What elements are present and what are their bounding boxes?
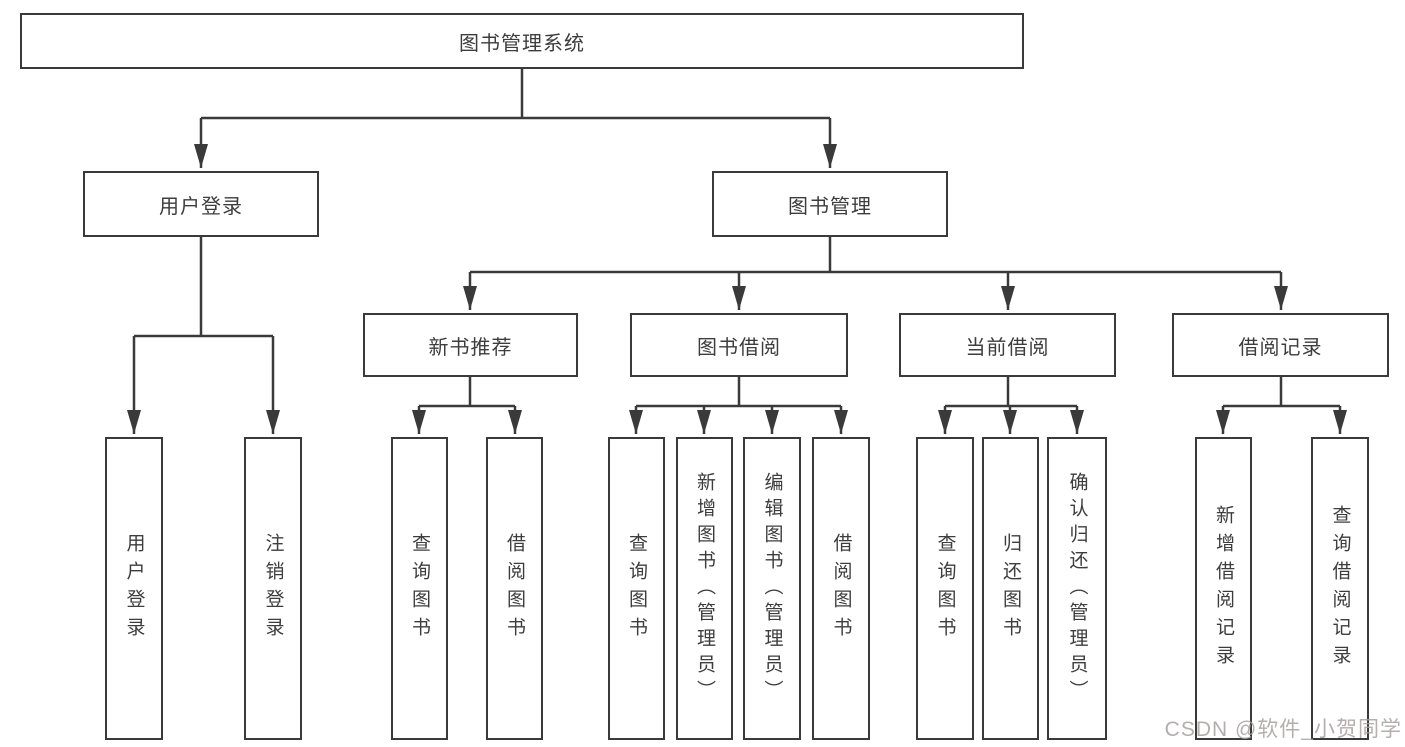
leaf-query-books-3: 查询图书: [916, 437, 974, 740]
node-library-system: 图书管理系统: [20, 13, 1024, 69]
connector-user-login-split: [127, 237, 280, 434]
node-borrow-records: 借阅记录: [1172, 313, 1389, 377]
connector-borrow-records-split: [1216, 377, 1347, 434]
node-book-management: 图书管理: [712, 171, 948, 237]
leaf-confirm-return-admin: 确认归还（管理员）: [1047, 437, 1107, 740]
leaf-edit-books-admin: 编辑图书（管理员）: [743, 437, 801, 740]
leaf-add-books-admin: 新增图书（管理员）: [676, 437, 733, 740]
node-current-borrow: 当前借阅: [899, 313, 1116, 377]
leaf-query-books-1: 查询图书: [391, 437, 448, 740]
node-new-book-recommend: 新书推荐: [363, 313, 578, 377]
leaf-add-borrow-record: 新增借阅记录: [1195, 437, 1252, 740]
leaf-add-borrow-record-label: 新增借阅记录: [1213, 504, 1234, 673]
leaf-return-books: 归还图书: [982, 437, 1039, 740]
connector-book-borrow-split: [629, 377, 848, 434]
leaf-confirm-return-admin-label: 确认归还（管理员）: [1066, 471, 1088, 706]
connector-new-book-split: [412, 377, 522, 434]
leaf-query-books-3-label: 查询图书: [934, 532, 956, 645]
node-book-borrow-label: 图书借阅: [697, 336, 781, 359]
leaf-logout: 注销登录: [244, 437, 302, 740]
node-book-borrow: 图书借阅: [630, 313, 848, 377]
leaf-return-books-label: 归还图书: [1000, 532, 1021, 645]
leaf-borrow-books-1-label: 借阅图书: [504, 532, 525, 645]
leaf-query-books-2-label: 查询图书: [626, 532, 647, 645]
leaf-query-borrow-record: 查询借阅记录: [1311, 437, 1369, 740]
leaf-add-books-admin-label: 新增图书（管理员）: [694, 471, 715, 706]
node-book-management-label: 图书管理: [788, 195, 872, 218]
connector-current-borrow-split: [938, 377, 1084, 434]
leaf-user-login: 用户登录: [105, 437, 163, 740]
node-user-login: 用户登录: [83, 171, 319, 237]
leaf-edit-books-admin-label: 编辑图书（管理员）: [761, 471, 783, 706]
leaf-query-borrow-record-label: 查询借阅记录: [1329, 504, 1351, 673]
leaf-logout-label: 注销登录: [262, 532, 284, 645]
watermark-text: CSDN @软件_小贺同学: [1164, 718, 1402, 741]
connector-book-management-split: [463, 237, 1288, 310]
leaf-user-login-label: 用户登录: [123, 532, 145, 645]
node-library-system-label: 图书管理系统: [459, 32, 585, 55]
leaf-query-books-2: 查询图书: [608, 437, 665, 740]
leaf-borrow-books-1: 借阅图书: [486, 437, 543, 740]
connector-root-split: [194, 69, 837, 168]
node-user-login-label: 用户登录: [159, 195, 243, 218]
node-new-book-recommend-label: 新书推荐: [428, 336, 513, 359]
leaf-borrow-books-2: 借阅图书: [812, 437, 870, 740]
node-current-borrow-label: 当前借阅: [965, 336, 1050, 359]
leaf-query-books-1-label: 查询图书: [409, 532, 430, 645]
node-borrow-records-label: 借阅记录: [1238, 336, 1323, 359]
leaf-borrow-books-2-label: 借阅图书: [830, 532, 852, 645]
